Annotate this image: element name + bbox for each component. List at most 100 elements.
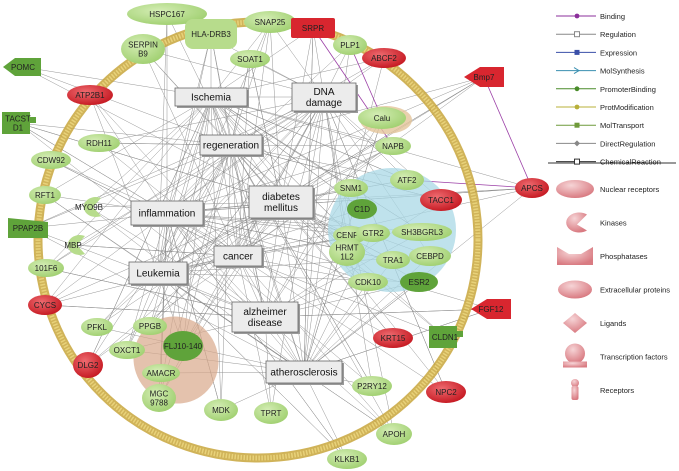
node-pomc[interactable]: POMC xyxy=(3,58,41,76)
node-hladrb3[interactable]: HLA-DRB3 xyxy=(185,19,237,49)
node-dlg2[interactable]: DLG2 xyxy=(73,352,103,378)
node-mdk[interactable]: MDK xyxy=(204,399,238,421)
node-label: RFT1 xyxy=(35,191,56,200)
node-cycs[interactable]: CYCS xyxy=(28,295,62,315)
node-tprt[interactable]: TPRT xyxy=(254,402,288,424)
legend-shape-phosphatases: Phosphatases xyxy=(557,247,648,265)
node-atf2[interactable]: ATF2 xyxy=(390,170,424,190)
edge-fgf12-alz xyxy=(264,308,492,319)
node-npc2[interactable]: NPC2 xyxy=(426,381,466,403)
node-101f6[interactable]: 101F6 xyxy=(28,259,64,277)
edge-cenpe-ischemia xyxy=(210,96,351,236)
process-regen[interactable]: regeneration xyxy=(199,134,264,157)
edge-regen-alz xyxy=(230,144,266,318)
node-snm1[interactable]: SNM1 xyxy=(334,179,368,197)
legend-icon xyxy=(556,180,594,198)
node-calu[interactable]: Calu xyxy=(358,107,406,129)
node-rft1[interactable]: RFT1 xyxy=(29,186,61,204)
node-label: SOAT1 xyxy=(237,55,263,64)
node-klkb1[interactable]: KLKB1 xyxy=(327,449,367,469)
node-atp2b1[interactable]: ATP2B1 xyxy=(67,85,113,105)
node-soat1[interactable]: SOAT1 xyxy=(230,50,270,68)
node-bmp7[interactable]: Bmp7 xyxy=(464,67,504,87)
node-oxct1[interactable]: OXCT1 xyxy=(109,341,145,359)
node-label: PPGB xyxy=(139,322,161,331)
process-cancer[interactable]: cancer xyxy=(213,245,264,268)
edge-flj10140-diabetes xyxy=(182,201,282,347)
edge-hladrb3-inflam xyxy=(166,33,212,214)
legend-edge-label: Regulation xyxy=(600,30,636,39)
process-label-regen: regeneration xyxy=(203,141,259,152)
node-label: D1 xyxy=(13,124,24,133)
legend-shape-extracellular-proteins: Extracellular proteins xyxy=(558,280,670,299)
node-apoh[interactable]: APOH xyxy=(376,423,412,445)
node-myo9b[interactable]: MYO9B xyxy=(75,197,103,217)
edge-ppap2b-regen xyxy=(27,144,232,229)
edge-srpr-diabetes xyxy=(280,27,314,203)
node-label: PFKL xyxy=(87,323,108,332)
gene-shape xyxy=(334,179,368,197)
node-cldn1[interactable]: CLDN1 xyxy=(429,326,463,348)
edge-plp1-inflam xyxy=(166,44,351,214)
node-ppap2b[interactable]: PPAP2B xyxy=(8,218,48,238)
kinase-shape xyxy=(67,235,85,255)
node-tacc1[interactable]: TACC1 xyxy=(420,189,462,211)
node-abcf2[interactable]: ABCF2 xyxy=(362,48,406,68)
process-box xyxy=(248,185,314,219)
edge-krt15-regen xyxy=(230,144,394,339)
node-p2ry12[interactable]: P2RY12 xyxy=(352,376,392,396)
node-fgf12[interactable]: FGF12 xyxy=(471,299,511,319)
legend-icon xyxy=(565,343,585,364)
node-cebpd[interactable]: CEBPD xyxy=(409,246,451,266)
edge-flj10140-dna xyxy=(182,96,325,347)
node-esr2[interactable]: ESR2 xyxy=(400,272,438,292)
node-label: SH3BGRL3 xyxy=(401,228,443,237)
node-label: 101F6 xyxy=(35,264,58,273)
node-flj10140[interactable]: FLJ10-140 xyxy=(163,331,203,361)
gene-shape xyxy=(327,449,367,469)
node-snap25[interactable]: SNAP25 xyxy=(244,11,296,33)
node-hspc167[interactable]: HSPC167 xyxy=(127,3,207,25)
node-pfkl[interactable]: PFKL xyxy=(81,318,113,336)
node-cdk10[interactable]: CDK10 xyxy=(348,273,388,291)
edge-fgf12-inflam xyxy=(166,212,492,310)
node-napb[interactable]: NAPB xyxy=(375,137,411,155)
legend-shape-label: Extracellular proteins xyxy=(600,286,670,295)
node-mbp[interactable]: MBP xyxy=(64,235,85,255)
ligand-shape xyxy=(464,67,504,87)
process-inflam[interactable]: inflammation xyxy=(130,200,205,227)
edge-cldn1-cancer xyxy=(237,255,446,338)
node-sh3bgrl3[interactable]: SH3BGRL3 xyxy=(392,223,452,241)
node-gtr2[interactable]: GTR2 xyxy=(356,224,390,242)
node-srpr[interactable]: SRPR xyxy=(291,18,335,38)
node-krt15[interactable]: KRT15 xyxy=(373,328,413,348)
edge-rft1-ischemia xyxy=(44,96,212,196)
process-ischemia[interactable]: Ischemia xyxy=(174,87,249,108)
node-cdw92[interactable]: CDW92 xyxy=(31,151,71,169)
process-athero[interactable]: atherosclerosis xyxy=(265,360,344,385)
legend-marker xyxy=(574,158,580,165)
edge-atp2b1-leukemia xyxy=(89,94,159,274)
ligand-shape xyxy=(471,299,511,319)
node-c1d[interactable]: C1D xyxy=(347,199,377,219)
edge-klkb1-leukemia xyxy=(157,272,348,460)
edge-myo9b-ischemia xyxy=(88,96,212,208)
node-label: Calu xyxy=(374,114,390,123)
node-apcs[interactable]: APCS xyxy=(515,178,549,198)
nuclear-receptor-shape xyxy=(426,381,466,403)
node-amacr[interactable]: AMACR xyxy=(142,364,180,382)
node-plp1[interactable]: PLP1 xyxy=(333,35,367,55)
node-tra1[interactable]: TRA1 xyxy=(376,251,410,269)
node-rdh11[interactable]: RDH11 xyxy=(78,134,120,152)
node-ppgb[interactable]: PPGB xyxy=(133,317,167,335)
process-leukemia[interactable]: Leukemia xyxy=(128,261,189,286)
node-label: CDW92 xyxy=(37,156,66,165)
